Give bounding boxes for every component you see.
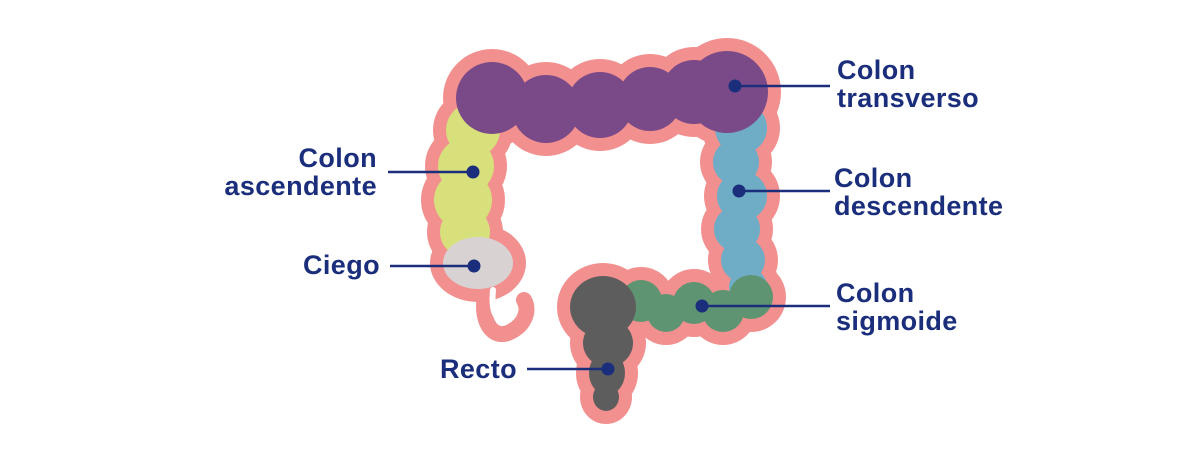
label-colon-descendente: Colon descendente (834, 164, 1003, 220)
leader-dot-ascending (466, 165, 480, 179)
label-line: sigmoide (836, 306, 958, 336)
leader-dots (466, 79, 746, 376)
label-line: Recto (439, 354, 517, 384)
label-colon-transverso: Colon transverso (837, 56, 979, 112)
label-line: descendente (834, 191, 1004, 221)
leader-dot-sigmoid (695, 299, 709, 313)
label-ciego: Ciego (303, 251, 380, 279)
leader-dot-cecum (467, 259, 481, 273)
appendix-loop (476, 287, 535, 343)
segment-bump (583, 319, 633, 367)
label-line: Colon (836, 278, 915, 308)
label-line: Colon (834, 163, 913, 193)
appendix-loop-gap (489, 287, 515, 323)
rectum-segment (570, 276, 636, 411)
segment-bump (686, 51, 768, 133)
label-recto: Recto (440, 355, 517, 383)
colon-ascending-segment (434, 103, 500, 257)
segment-bump (567, 72, 633, 138)
leader-lines (388, 84, 830, 371)
leader-dot-transverse (728, 79, 742, 93)
label-line: Colon (837, 55, 916, 85)
leader-dot-descending (732, 184, 746, 198)
label-line: Ciego (302, 250, 380, 280)
label-line: transverso (837, 83, 980, 113)
segment-bump (593, 383, 619, 411)
label-line: Colon (298, 143, 377, 173)
label-colon-sigmoide: Colon sigmoide (836, 279, 958, 335)
leader-dot-rectum (601, 362, 615, 376)
colon-transverse-segment (456, 51, 768, 143)
label-colon-ascendente: Colon ascendente (224, 144, 377, 200)
segment-bump (456, 62, 528, 134)
segment-bump (512, 75, 580, 143)
label-line: ascendente (224, 171, 377, 201)
